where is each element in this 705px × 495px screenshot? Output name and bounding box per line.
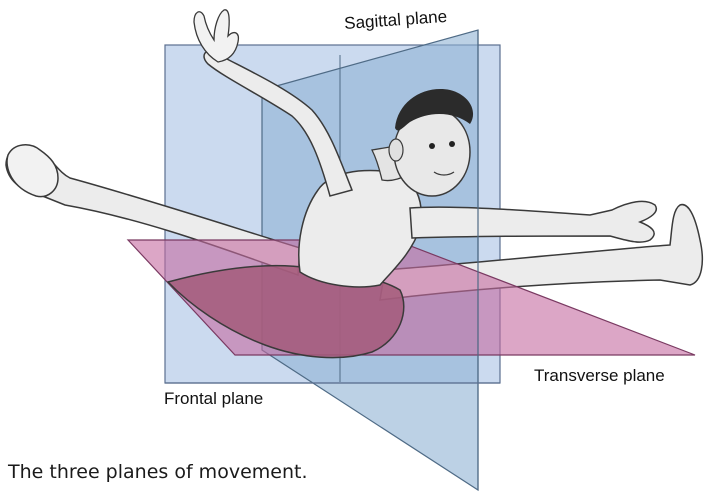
eye-right bbox=[449, 141, 455, 147]
left-foot bbox=[7, 145, 58, 197]
ear bbox=[389, 139, 403, 161]
eye-left bbox=[429, 143, 435, 149]
figure-caption: The three planes of movement. bbox=[8, 461, 307, 483]
right-arm bbox=[410, 201, 656, 242]
frontal-plane-label: Frontal plane bbox=[164, 389, 263, 409]
transverse-plane-label: Transverse plane bbox=[534, 366, 665, 386]
